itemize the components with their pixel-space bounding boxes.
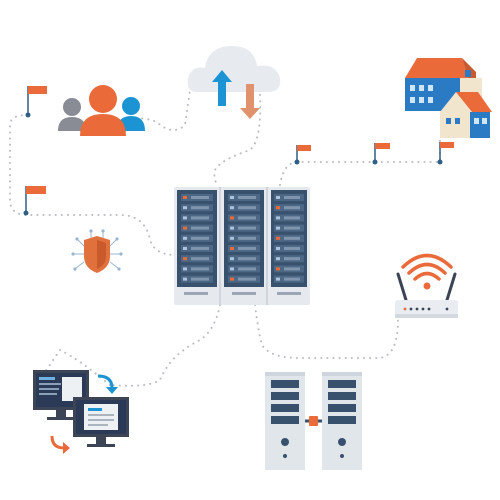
desktop-sync-icon [33,370,129,454]
rack-unit-led [230,236,234,240]
location-flag-icon [294,145,311,165]
rack-unit-led [183,257,187,261]
rack-unit-vent [191,267,209,271]
location-flag-icon [437,142,454,165]
wifi-router-icon [395,253,458,318]
rack-unit-led [276,226,280,230]
rack-unit-led [230,257,234,261]
rack-unit-led [230,216,234,220]
rack-unit-led [183,226,187,230]
rack-unit-vent [284,216,300,220]
rack-unit-vent [284,257,300,261]
rack-unit-led [276,277,280,281]
location-flag-icon [25,86,47,118]
rack-unit-led [183,277,187,281]
rack-unit-vent [191,277,209,281]
rack-unit-vent [238,226,256,230]
rack-unit-vent [284,236,300,240]
security-shield-icon [71,229,123,273]
rack-unit-vent [284,226,300,230]
rack-unit-led [183,216,187,220]
storage-towers-icon [265,372,362,470]
rack-unit-vent [284,206,300,210]
rack-unit-vent [191,206,209,210]
rack-unit-led [230,196,234,199]
rack-unit-vent [238,267,256,271]
rack-unit-vent [238,216,256,220]
rack-unit-led [183,206,187,210]
server-rack-icon [174,187,310,305]
location-flag-icon [23,86,454,216]
rack-unit-vent [238,247,256,250]
rack-unit-vent [191,216,209,220]
rack-unit-vent [284,247,300,250]
rack-unit-vent [191,257,209,261]
rack-unit-vent [238,206,256,210]
rack-unit-led [183,267,187,271]
location-flag-icon [372,143,390,165]
rack-unit-vent [191,196,209,199]
rack-unit-led [183,196,187,199]
rack-unit-led [276,257,280,261]
houses-icon [405,58,492,138]
rack-unit-led [230,277,234,281]
rack-unit-vent [238,257,256,261]
rack-unit-led [276,216,280,220]
rack-unit-led [230,206,234,210]
rack-unit-vent [284,196,300,199]
rack-unit-led [183,247,187,250]
users-group-icon [58,85,145,136]
rack-unit-led [276,206,280,210]
rack-unit-led [183,236,187,240]
rack-unit-vent [238,277,256,281]
rack-unit-led [230,267,234,271]
rack-unit-led [276,267,280,271]
rack-unit-led [276,236,280,240]
rack-unit-led [276,247,280,250]
storage-connector [305,416,322,426]
rack-unit-vent [284,277,300,281]
rack-unit-led [276,196,280,199]
cloud-sync-icon [187,46,281,119]
storage-tower-left [265,372,305,470]
storage-tower-right [322,372,362,470]
connector-paths [9,89,441,387]
rack-unit-vent [284,267,300,271]
rack-unit-vent [191,226,209,230]
rack-unit-vent [191,247,209,250]
rack-unit-vent [238,196,256,199]
location-flag-icon [23,186,46,216]
rack-unit-vent [238,236,256,240]
rack-unit-led [230,247,234,250]
rack-unit-vent [191,236,209,240]
rack-unit-led [230,226,234,230]
